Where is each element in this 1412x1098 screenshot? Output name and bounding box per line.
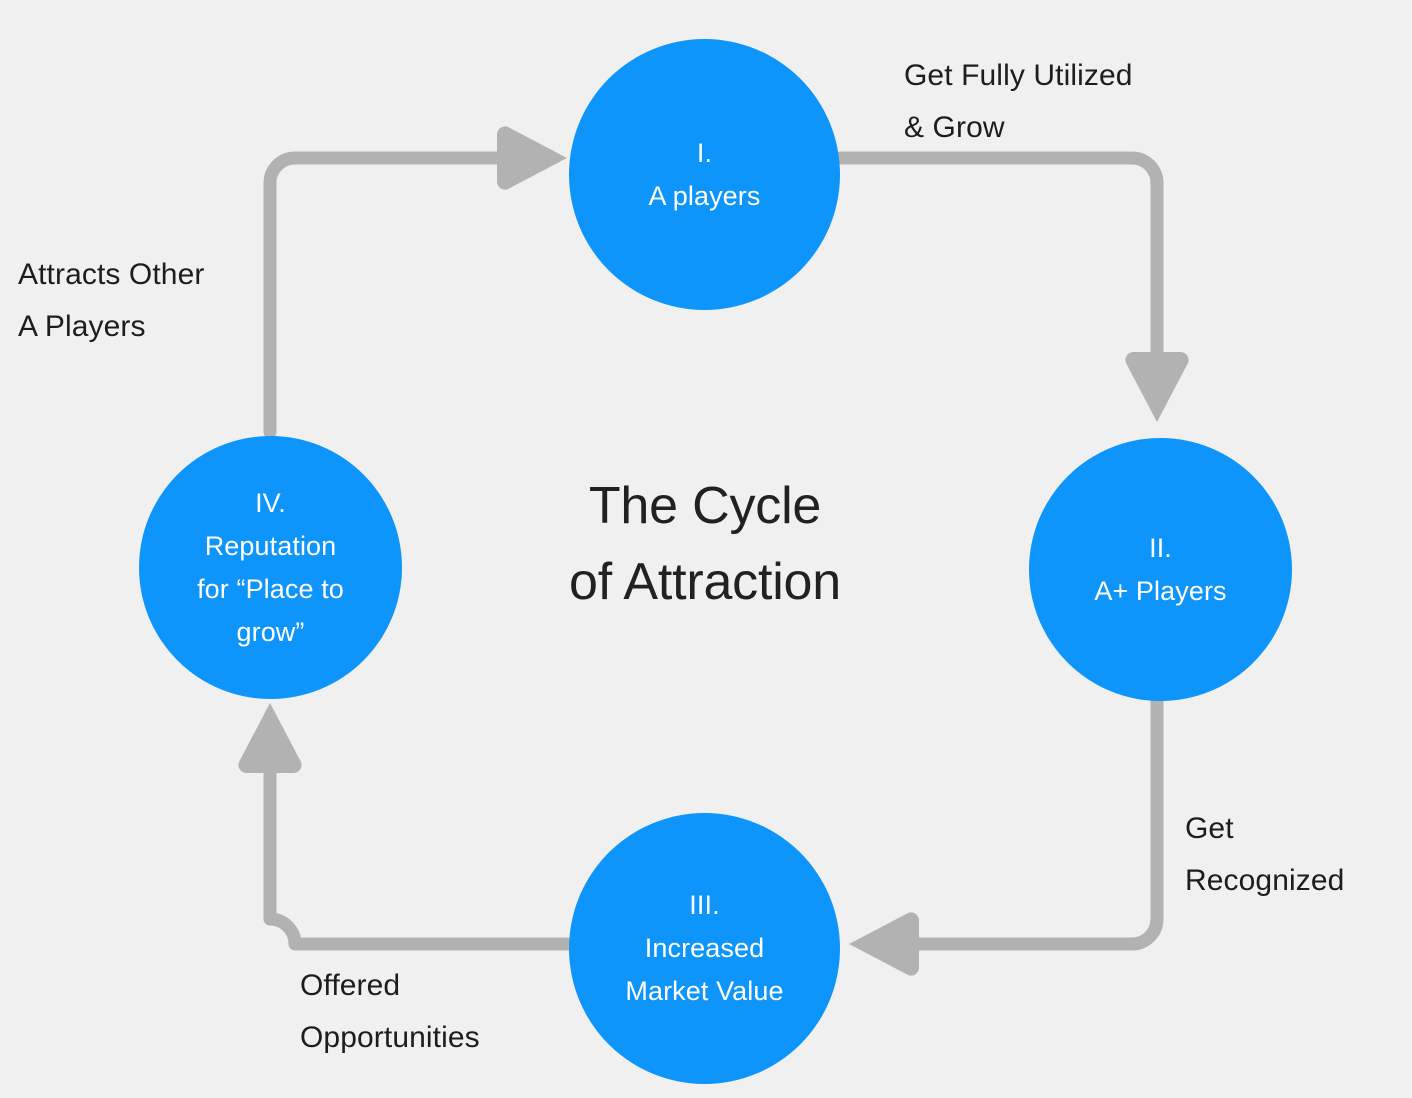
node-iii-label-line-2: Market Value: [625, 976, 784, 1006]
node-i-numeral: I.: [696, 137, 713, 168]
edge-label-attracts-other-a-players: Attracts Other A Players: [18, 249, 204, 353]
node-iii-label-line-1: Increased: [644, 933, 765, 963]
node-iv-label-line-2: for “Place to: [197, 573, 344, 604]
node-iv-reputation-place-to-grow[interactable]: IV. Reputation for “Place to grow”: [139, 436, 402, 699]
node-ii-numeral: II.: [1149, 532, 1172, 563]
diagram-title-line-1: The Cycle: [588, 477, 822, 535]
node-iii-increased-market-value[interactable]: III. Increased Market Value: [569, 813, 840, 1084]
edge-label-top-right-line-1: Get Fully Utilized: [904, 59, 1133, 92]
node-iv-numeral: IV.: [255, 487, 286, 518]
edge-label-top-right-line-2: & Grow: [904, 111, 1005, 144]
edge-label-left-line-1: Attracts Other: [18, 258, 205, 291]
edge-label-offered-opportunities: Offered Opportunities: [300, 960, 480, 1064]
edge-label-get-recognized: Get Recognized: [1185, 803, 1344, 907]
node-ii-label-line-1: A+ Players: [1094, 575, 1227, 606]
node-iii-numeral: III.: [689, 890, 720, 920]
node-iv-label-line-1: Reputation: [204, 530, 337, 561]
node-iv-label-line-3: grow”: [236, 616, 305, 647]
node-i-a-players[interactable]: I. A players: [569, 39, 840, 310]
node-ii-a-plus-players[interactable]: II. A+ Players: [1029, 438, 1292, 701]
diagram-title: The Cycle of Attraction: [480, 468, 930, 620]
edge-label-left-line-2: A Players: [18, 310, 146, 343]
arrow-node2-to-node3: [849, 694, 1164, 976]
edge-label-bottom-left-line-1: Offered: [300, 969, 401, 1002]
arrow-node1-to-node2: [833, 151, 1189, 422]
edge-label-bottom-left-line-2: Opportunities: [300, 1021, 480, 1054]
edge-label-right-line-1: Get: [1185, 812, 1234, 845]
diagram-title-line-2: of Attraction: [569, 553, 841, 611]
edge-label-get-fully-utilized-and-grow: Get Fully Utilized & Grow: [904, 50, 1133, 154]
arrow-node4-to-node1: [263, 126, 567, 439]
arrow-node3-to-node4: [238, 703, 576, 951]
edge-label-right-line-2: Recognized: [1185, 864, 1345, 897]
node-i-label-line-1: A players: [648, 180, 761, 211]
